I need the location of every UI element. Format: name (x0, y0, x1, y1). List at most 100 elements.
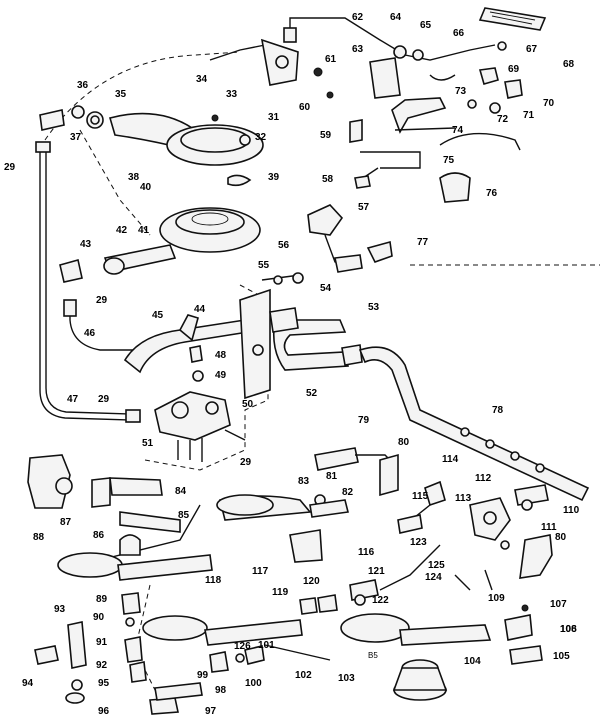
callout-121: 121 (368, 566, 385, 577)
callout-84: 84 (175, 486, 187, 497)
tube-78-bead4 (535, 463, 545, 473)
callout-71: 71 (523, 110, 535, 121)
callout-106: 106 (560, 624, 577, 635)
nut-89 (121, 592, 141, 615)
valve-112-port (483, 511, 497, 525)
valve-116 (289, 529, 323, 563)
callout-43: 43 (80, 239, 92, 250)
tube-73 (391, 97, 447, 134)
burner-40-center (191, 212, 229, 226)
callout-40: 40 (140, 182, 152, 193)
orifice-32 (239, 134, 251, 146)
callout-100: 100 (245, 678, 262, 689)
callout-55: 55 (258, 260, 270, 271)
callout-35: 35 (115, 89, 127, 100)
regulator-88-port (55, 477, 73, 495)
screw-60 (326, 91, 334, 99)
burner-117-head (216, 494, 274, 516)
electrode-114 (424, 480, 446, 507)
callout-118: 118 (205, 575, 222, 586)
nut-48 (189, 345, 203, 363)
clip-58 (354, 175, 371, 189)
nut-65 (412, 49, 424, 61)
callout-125: 125 (428, 560, 445, 571)
callout-80-2: 80 (555, 532, 567, 543)
callout-34: 34 (196, 74, 208, 85)
callout-107: 107 (550, 599, 567, 610)
clip-77 (366, 240, 393, 263)
connector-57 (334, 254, 363, 273)
elbow-36 (39, 109, 65, 131)
valve-31-knob (275, 55, 289, 69)
callout-92: 92 (96, 660, 108, 671)
callout-90: 90 (93, 612, 105, 623)
fitting-120 (317, 594, 338, 613)
callout-61: 61 (325, 54, 337, 65)
callout-117: 117 (252, 566, 269, 577)
clip-59 (349, 119, 363, 143)
callout-56: 56 (278, 240, 290, 251)
callout-45: 45 (152, 310, 164, 321)
fitting-119 (299, 597, 318, 615)
rod-74 (394, 127, 456, 131)
fitting-29-low (125, 409, 141, 423)
callout-74: 74 (452, 125, 464, 136)
callout-38: 38 (128, 172, 140, 183)
callout-97: 97 (205, 706, 217, 717)
valve-50-body (171, 401, 189, 419)
nut-126 (235, 653, 245, 663)
callout-64: 64 (390, 12, 402, 23)
callout-89: 89 (96, 594, 108, 605)
legs-51 (177, 438, 203, 462)
bracket-84 (109, 477, 163, 496)
callout-49: 49 (215, 370, 227, 381)
callout-124: 124 (425, 572, 442, 583)
tube-78-bead3 (510, 451, 520, 461)
fitting-29-mid (63, 299, 77, 317)
callout-53: 53 (368, 302, 380, 313)
callout-108: 108 (560, 624, 577, 635)
callout-70: 70 (543, 98, 555, 109)
callout-44: 44 (194, 304, 206, 315)
nut-125 (500, 540, 510, 550)
callout-39: 39 (268, 172, 280, 183)
clip-39 (227, 174, 252, 187)
fitting-53 (269, 307, 299, 333)
callout-98: 98 (215, 685, 227, 696)
callout-123: 123 (410, 537, 427, 548)
fitting-121 (349, 579, 379, 601)
callout-41: 41 (138, 225, 150, 236)
screw-61 (313, 67, 323, 77)
corner-code: B5 (368, 651, 378, 660)
callout-37: 37 (70, 132, 82, 143)
callout-104: 104 (464, 656, 481, 667)
fitting-62 (283, 27, 297, 43)
callout-95: 95 (98, 678, 110, 689)
nut-111 (521, 499, 533, 511)
fitting-44 (178, 314, 199, 342)
cap-104-side (392, 667, 448, 691)
callout-116: 116 (358, 547, 375, 558)
callout-109: 109 (488, 593, 505, 604)
clip-69 (478, 67, 499, 85)
cap-67 (497, 41, 507, 51)
fitting-29-top (35, 141, 51, 153)
nipple-37 (71, 105, 85, 119)
callout-57: 57 (358, 202, 370, 213)
elbow-43 (59, 259, 83, 283)
callout-102: 102 (295, 670, 312, 681)
callout-87: 87 (60, 517, 72, 528)
callout-42: 42 (116, 225, 128, 236)
callout-75: 75 (443, 155, 455, 166)
burner-99-arm (204, 619, 303, 646)
callout-60: 60 (299, 102, 311, 113)
bracket-110 (514, 484, 549, 506)
callout-58: 58 (322, 174, 334, 185)
fitting-115 (397, 514, 423, 534)
tube-78-bead1 (460, 427, 470, 437)
callout-51: 51 (142, 438, 154, 449)
callout-33: 33 (226, 89, 238, 100)
